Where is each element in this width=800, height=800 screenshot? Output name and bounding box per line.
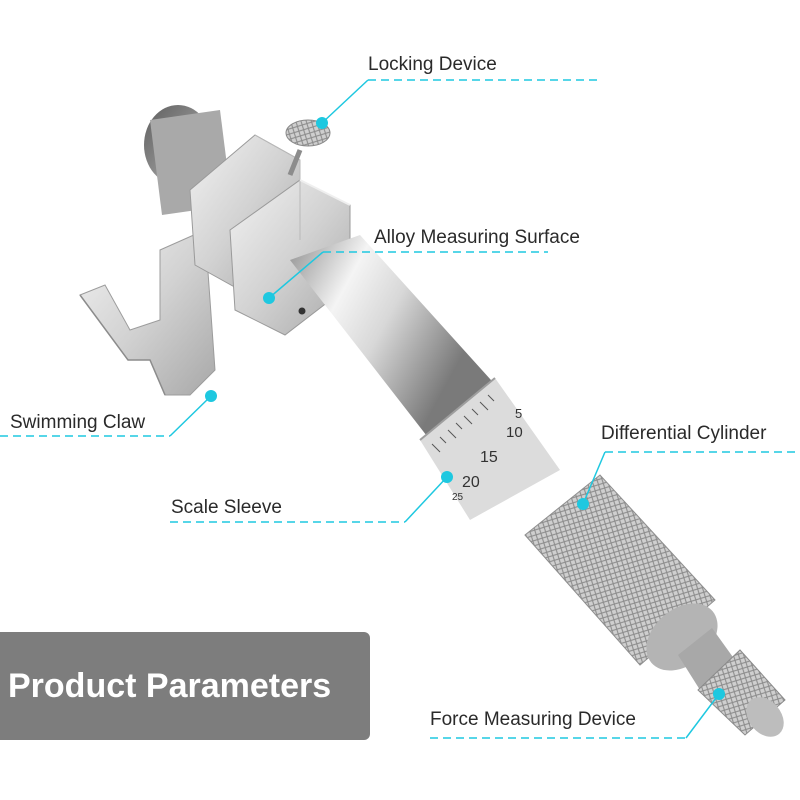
callout-lines	[0, 79, 800, 739]
callout-dots	[205, 117, 725, 700]
label-force-measuring-device: Force Measuring Device	[430, 709, 636, 730]
label-alloy-measuring-surface: Alloy Measuring Surface	[374, 227, 580, 248]
callout-dot	[577, 498, 589, 510]
main-barrel	[290, 235, 500, 440]
ratchet-knob	[678, 628, 786, 737]
scale-number: 15	[480, 449, 498, 466]
callout-dot	[263, 292, 275, 304]
label-swimming-claw: Swimming Claw	[10, 412, 146, 433]
swimming-claw-jaws	[79, 229, 216, 396]
label-differential-cylinder: Differential Cylinder	[601, 423, 767, 444]
scale-number: 10	[506, 424, 523, 441]
scale-number: 25	[452, 492, 464, 503]
product-parameters-banner: Product Parameters	[0, 632, 370, 740]
callout-dot	[205, 390, 217, 402]
scale-number: 20	[462, 474, 480, 491]
callout-dot	[441, 471, 453, 483]
callout-dot	[316, 117, 328, 129]
scale-number: 5	[515, 406, 522, 421]
scale-sleeve-drum: 5 10 15 20 25	[419, 377, 560, 520]
banner-title: Product Parameters	[8, 666, 332, 705]
label-locking-device: Locking Device	[368, 54, 497, 75]
callout-dot	[713, 688, 725, 700]
label-scale-sleeve: Scale Sleeve	[171, 497, 282, 518]
